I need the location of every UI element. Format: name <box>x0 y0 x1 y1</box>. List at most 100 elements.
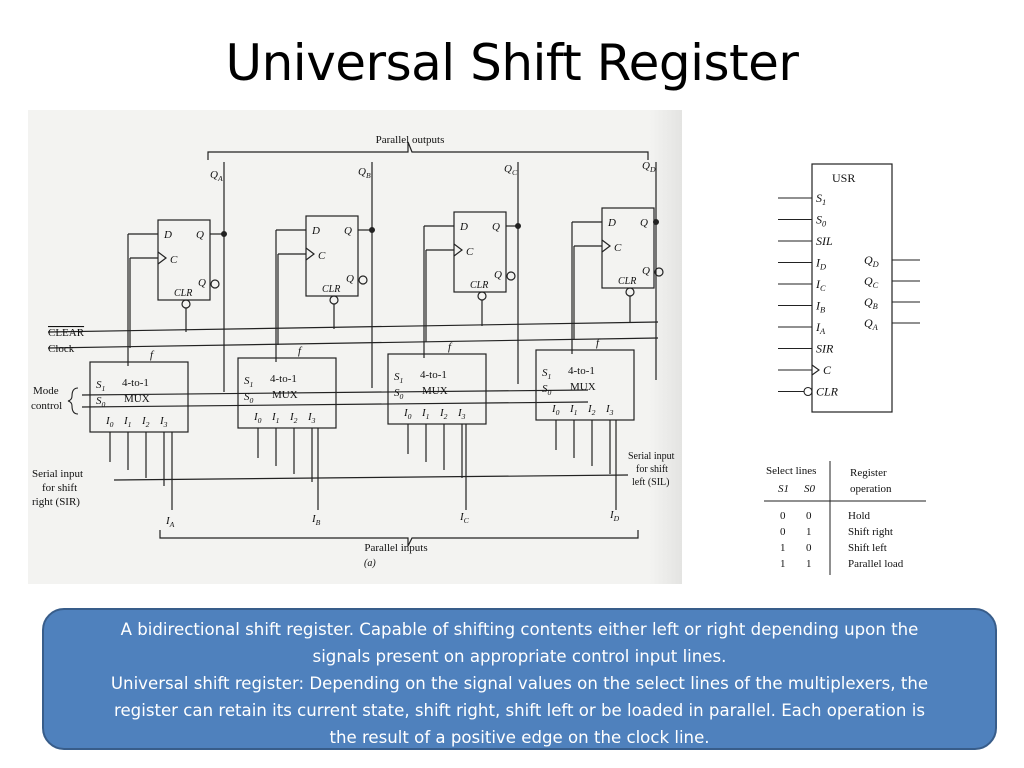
mux-f-label: f <box>150 349 155 361</box>
ff-c-label: C <box>170 254 178 266</box>
mux-4to1 <box>387 353 487 425</box>
parallel-output-label: QD <box>642 160 656 174</box>
table-header-operation: operation <box>850 483 892 495</box>
clr-bubble <box>625 287 635 297</box>
mux-input-label: I0 <box>253 411 262 425</box>
table-cell-s1: 0 <box>780 510 786 522</box>
qbar-bubble <box>506 271 516 281</box>
shift-register-schematic: Parallel outputs Parallel inputs (a) CLE… <box>31 134 675 569</box>
mux-input-label: I0 <box>403 407 412 421</box>
ff-q-label: Q <box>196 229 204 241</box>
table-cell-operation: Shift right <box>848 526 893 538</box>
sir-label-line2: for shift <box>42 482 77 494</box>
usr-left-pin-label: ID <box>815 256 826 272</box>
usr-right-pin-label: QB <box>864 295 878 311</box>
mux-input-label: I0 <box>105 415 114 429</box>
table-cell-operation: Parallel load <box>848 558 904 570</box>
table-cell-s1: 1 <box>780 558 786 570</box>
table-header-select: Select lines <box>766 465 816 477</box>
usr-left-pin-label: SIL <box>816 234 833 248</box>
clr-bubble <box>477 291 487 301</box>
sir-label-line1: Serial input <box>32 468 83 480</box>
mux-input-label: I1 <box>271 411 280 425</box>
clear-label: CLEAR <box>48 327 85 339</box>
mux-input-label: I3 <box>159 415 168 429</box>
ff-d-label: D <box>311 225 320 237</box>
parallel-input-label: IC <box>459 511 470 525</box>
mux-name-label: MUX <box>272 389 298 401</box>
parallel-inputs-label: Parallel inputs <box>364 542 427 554</box>
usr-right-pin-label: QC <box>864 274 879 290</box>
description-line: A bidirectional shift register. Capable … <box>120 620 919 639</box>
parallel-input-label: ID <box>609 509 620 523</box>
mux-type-label: 4-to-1 <box>568 365 595 377</box>
mux-input-label: I3 <box>307 411 316 425</box>
usr-clock-triangle <box>811 364 820 376</box>
ff-clr-label: CLR <box>618 276 636 287</box>
mux-name-label: MUX <box>422 385 448 397</box>
mux-name-label: MUX <box>124 393 150 405</box>
ff-q-label: Q <box>492 221 500 233</box>
mux-input-label: I3 <box>457 407 466 421</box>
description-line: the result of a positive edge on the clo… <box>329 728 710 747</box>
table-cell-s0: 1 <box>806 526 812 538</box>
table-header-register: Register <box>850 467 887 479</box>
table-sub-s1: S1 <box>778 483 789 495</box>
clr-bubble <box>329 295 339 305</box>
mux-s0-label: S0 <box>542 383 552 397</box>
ff-qbar-label: Q <box>494 269 502 281</box>
table-cell-operation: Shift left <box>848 542 887 554</box>
usr-right-pin-label: QA <box>864 316 879 332</box>
junction-dot <box>652 218 659 225</box>
mux-4to1 <box>237 357 337 429</box>
scan-page-edge <box>650 110 682 584</box>
parallel-output-label: QB <box>358 166 371 180</box>
mux-type-label: 4-to-1 <box>420 369 447 381</box>
mux-input-label: I2 <box>141 415 150 429</box>
table-cell-s0: 1 <box>806 558 812 570</box>
mode-brace <box>67 387 79 415</box>
ff-q-label: Q <box>640 217 648 229</box>
ff-d-label: D <box>163 229 172 241</box>
table-cell-operation: Hold <box>848 510 871 522</box>
mux-4to1 <box>89 361 189 433</box>
ff-c-label: C <box>466 246 474 258</box>
junction-dot <box>221 230 228 237</box>
usr-left-pin-label: S1 <box>816 191 826 207</box>
ff-qbar-label: Q <box>642 265 650 277</box>
mux-name-label: MUX <box>570 381 596 393</box>
junction-dot <box>515 222 522 229</box>
ff-c-label: C <box>318 250 326 262</box>
mux-input-label: I2 <box>439 407 448 421</box>
description-line: register can retain its current state, s… <box>114 701 925 720</box>
ff-qbar-label: Q <box>346 273 354 285</box>
mux-input-label: I3 <box>605 403 614 417</box>
usr-left-pin-label: CLR <box>816 385 839 399</box>
mux-type-label: 4-to-1 <box>270 373 297 385</box>
clock-triangle <box>157 251 167 265</box>
mux-input-label: I0 <box>551 403 560 417</box>
clr-bubble <box>181 299 191 309</box>
ff-clr-label: CLR <box>470 280 488 291</box>
ff-clr-label: CLR <box>322 284 340 295</box>
mux-input-label: I1 <box>123 415 132 429</box>
mux-s0-label: S0 <box>96 395 106 409</box>
mux-f-label: f <box>448 341 453 353</box>
usr-title: USR <box>832 171 855 185</box>
sil-label-line2: for shift <box>636 464 668 475</box>
clock-triangle <box>305 247 315 261</box>
parallel-input-label: IA <box>165 515 175 529</box>
parallel-outputs-label: Parallel outputs <box>376 134 445 146</box>
usr-left-pin-label: IC <box>815 277 826 293</box>
ff-d-label: D <box>607 217 616 229</box>
ff-clr-label: CLR <box>174 288 192 299</box>
usr-left-pin-label: C <box>823 363 832 377</box>
ff-c-label: C <box>614 242 622 254</box>
mux-input-label: I1 <box>569 403 578 417</box>
usr-clr-bubble <box>803 386 813 397</box>
table-cell-s1: 1 <box>780 542 786 554</box>
sil-label-line1: Serial input <box>628 451 675 462</box>
ff-d-label: D <box>459 221 468 233</box>
